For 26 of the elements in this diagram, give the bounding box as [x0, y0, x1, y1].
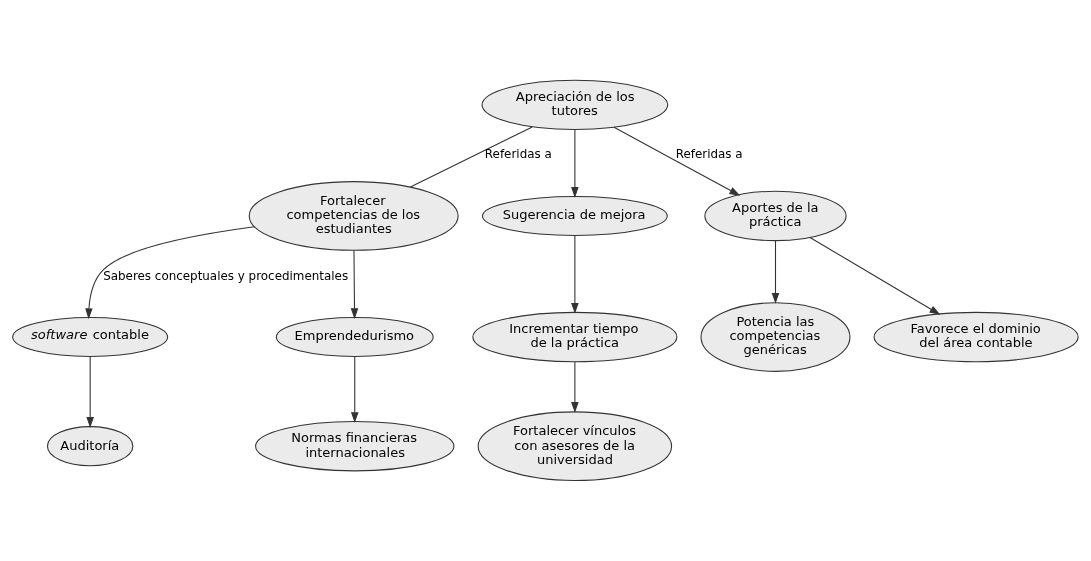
arrow — [350, 356, 359, 424]
arrow — [809, 236, 941, 315]
node-ellipse: Sugerencia de mejora — [481, 195, 668, 236]
arrow — [571, 361, 579, 413]
arrow — [85, 226, 255, 320]
node-ellipse: Apreciación de los tutores — [481, 79, 669, 131]
node-ellipse: Aportes de la práctica — [704, 190, 847, 242]
arrow — [86, 356, 94, 428]
arrow — [613, 126, 741, 196]
connector — [409, 126, 533, 188]
node-ellipse: Normas financieras internacionales — [255, 420, 455, 472]
arrow — [350, 249, 359, 320]
edge-label: Saberes conceptuales y procedimentales — [103, 268, 349, 283]
node-ellipse: software contable — [12, 316, 169, 358]
node-ellipse: Auditoría — [46, 426, 134, 467]
node-ellipse: Incrementar tiempo de la práctica — [472, 311, 678, 363]
node-ellipse: Potencia las competencias genéricas — [700, 302, 851, 372]
arrow — [571, 235, 579, 314]
arrow — [571, 129, 579, 198]
arrow — [771, 240, 780, 304]
edge-label: Referidas a — [675, 147, 743, 162]
edge-label: Referidas a — [484, 147, 552, 162]
node-ellipse: Emprendedurismo — [275, 316, 434, 358]
node-ellipse: Fortalecer competencias de los estudiantes — [248, 181, 459, 251]
node-ellipse: Favorece el dominio del área contable — [873, 311, 1079, 363]
node-ellipse: Fortalecer vínculos con asesores de la universidad — [477, 411, 673, 481]
